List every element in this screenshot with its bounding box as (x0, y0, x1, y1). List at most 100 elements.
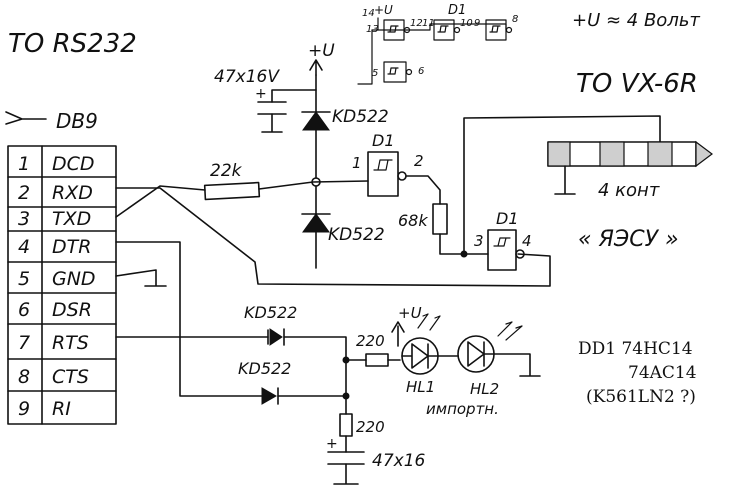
plug-brand-label: « ЯЭСУ » (578, 227, 679, 252)
plug-tip (695, 140, 713, 168)
diode-dtr-icon (261, 387, 278, 405)
inset-vcc: +U (374, 3, 393, 17)
ic-note-line1: DD1 74HC14 (578, 339, 693, 359)
pin-name: RTS (52, 332, 89, 354)
inset-unused-gates: +U D1 14 13 12 11 10 9 8 5 6 (357, 3, 518, 85)
input-network: 22k +U KD522 KD522 + 47x16V (203, 41, 389, 269)
gate1-output-wire (405, 175, 441, 205)
title-to-rs232: TO RS232 (8, 29, 137, 59)
title-to-vx6r: TO VX-6R (576, 69, 698, 99)
pin-name: CTS (52, 366, 89, 388)
ic-note-line2: 74AC14 (628, 363, 697, 383)
gate2-out-pin: 4 (522, 232, 532, 250)
resistor-bottom-label: 220 (356, 418, 385, 436)
inset-pin: 10 (460, 18, 473, 29)
pin-number: 6 (18, 299, 30, 321)
inset-pin: 9 (474, 18, 480, 29)
plug-ground (554, 165, 576, 195)
pin-name: RI (52, 398, 71, 420)
cap-bottom-plus: + (326, 436, 338, 452)
pin-name: TXD (52, 208, 91, 230)
gate2-inversion-icon (515, 249, 525, 259)
inset-gate-b (433, 19, 455, 41)
vcc-arrow-icon (309, 59, 323, 76)
pin-number: 7 (18, 332, 30, 354)
plug-ring-3 (647, 141, 673, 167)
radio-plug: 4 конт « ЯЭСУ » (547, 140, 713, 252)
gate1-out-pin: 2 (414, 152, 424, 170)
inset-pin: 6 (418, 66, 424, 77)
pin-name: DTR (52, 236, 91, 258)
resistor-22k-label: 22k (210, 161, 243, 181)
inset-pin: 5 (372, 68, 378, 79)
pin-number: 3 (18, 208, 30, 230)
resistor-22k (203, 181, 261, 201)
resistor-led-220 (365, 353, 389, 367)
pin-name: GND (52, 268, 96, 290)
hysteresis-icon (493, 237, 511, 247)
gate2-label: D1 (496, 209, 519, 228)
wire-cap-top (271, 89, 317, 103)
led-hl1-label: HL1 (406, 378, 435, 396)
plug-ring-1 (547, 141, 571, 167)
diode-kd522-bottom-icon (302, 213, 330, 233)
gate1-in-pin: 1 (352, 154, 362, 172)
cap-top-label: 47x16V (214, 67, 280, 87)
pin-number: 1 (18, 153, 30, 175)
led-hl2-label: HL2 (470, 380, 499, 398)
pin-number: 2 (18, 182, 30, 204)
pin-number: 4 (18, 236, 30, 258)
connector-arrow-icon (5, 111, 47, 125)
gate1-label: D1 (372, 131, 395, 150)
db9-outline (7, 145, 117, 425)
inset-pin: 14 (362, 8, 375, 19)
pin-number: 9 (18, 398, 30, 420)
pin-number: 8 (18, 366, 30, 388)
light-rays-icon (497, 321, 523, 341)
led-import-note: импортн. (426, 400, 499, 418)
inset-label: D1 (448, 3, 466, 18)
schmitt-gate-1: D1 1 2 (352, 131, 441, 205)
pin-name: DSR (52, 299, 92, 321)
inset-gate-c (485, 19, 507, 41)
diode-rts-label: KD522 (244, 303, 297, 322)
gate2-in-pin: 3 (474, 232, 484, 250)
cap-bottom-label: 47x16 (372, 451, 426, 471)
resistor-bottom-220 (339, 413, 353, 437)
schmitt-gate-2: D1 3 4 (460, 115, 661, 271)
ic-note-line3: (K561LN2 ?) (586, 387, 696, 407)
inset-pin: 12 (410, 18, 423, 29)
vcc-label-top: +U (308, 41, 335, 61)
wire-to-radio (463, 115, 661, 255)
db9-row-dividers (7, 176, 117, 392)
led-section: KD522 KD522 220 +U HL1 HL2 импортн. 220 (238, 303, 541, 485)
connector-label: DB9 (56, 109, 98, 133)
diode-dtr-label: KD522 (238, 359, 291, 378)
plug-contacts-label: 4 конт (598, 180, 660, 201)
resistor-led-label: 220 (356, 332, 385, 350)
gate1-inversion-icon (397, 171, 407, 181)
wire-to-node (258, 180, 369, 190)
diode-top-label: KD522 (332, 107, 389, 127)
db9-wiring (115, 185, 551, 397)
vcc-led-arrow-icon (391, 321, 405, 347)
wire-dtr (115, 241, 263, 397)
resistor-68k (432, 203, 448, 235)
diode-kd522-top-icon (302, 111, 330, 131)
hysteresis-icon (373, 159, 393, 171)
pin-name: RXD (52, 182, 93, 204)
inset-pin: 8 (512, 14, 518, 25)
light-rays-icon (417, 313, 441, 331)
inset-pin: 11 (422, 18, 435, 29)
diode-bottom-label: KD522 (328, 225, 385, 245)
wire-txd (115, 185, 206, 218)
vcc-led-label: +U (398, 304, 422, 322)
gate1-body (367, 151, 399, 197)
wire-rxd (115, 187, 551, 287)
resistor-68k-label: 68k (398, 211, 428, 230)
resistor-68k-group: 68k (398, 203, 489, 255)
wire-gnd (115, 269, 167, 287)
pin-name: DCD (52, 153, 95, 175)
diode-rts-icon (269, 328, 283, 346)
